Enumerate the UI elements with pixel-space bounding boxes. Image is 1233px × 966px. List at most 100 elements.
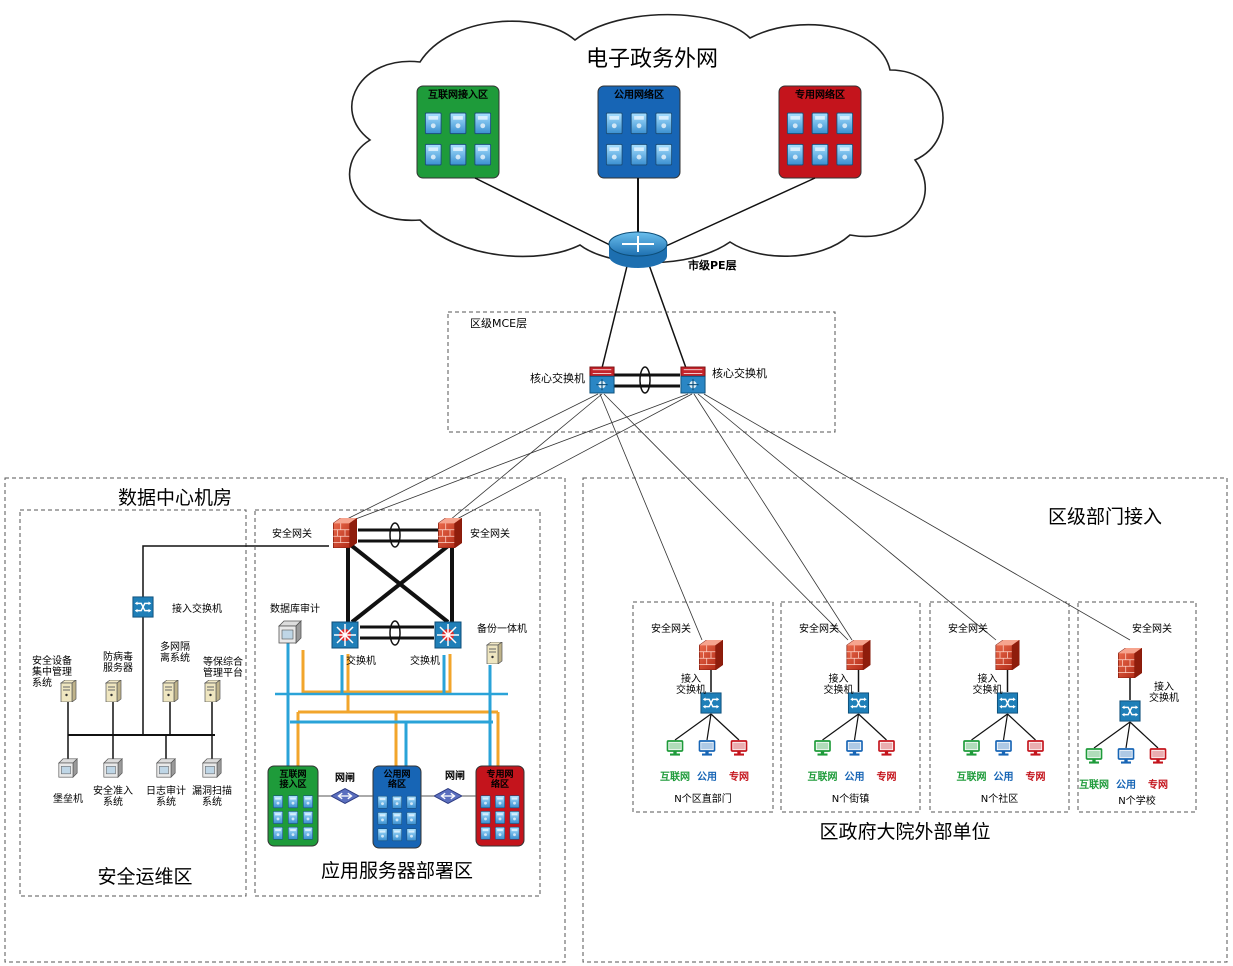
mce-title: 区级MCE层 [470,317,527,330]
unit-pc-label: 互联网 [808,770,838,783]
app-zone-2: 专用网络区 [475,765,525,847]
app-zone-2-label: 专用网络区 [486,768,513,790]
core-switch-right [680,366,706,394]
server-blade-icon [605,112,623,135]
ops-top-device-label: 安全设备集中管理系统 [32,654,72,689]
app-switch-right-label: 交换机 [410,654,440,667]
ops-server-icon [204,680,221,702]
server-blade-icon [495,811,505,824]
server-blade-icon [392,828,402,842]
cloud-zone-1-label: 公用网络区 [614,88,664,101]
cyan-links [275,640,508,768]
district-title: 区级部门接入 [1048,506,1162,528]
server-blade-icon [509,811,520,824]
unit-pc-label: 公用 [994,771,1014,783]
server-blade-icon [424,112,442,135]
ops-server-icon [162,680,179,702]
server-blade-icon [449,112,467,135]
unit-pc-label: 互联网 [660,770,690,783]
cloud-zone-1: 公用网络区 [597,85,681,179]
unit-pc-label: 互联网 [1079,778,1109,791]
unit-firewall-icon [699,640,723,670]
computer-icon [995,740,1012,757]
ops-server-icon [60,680,77,702]
server-blade-icon [273,826,283,840]
server-blade-icon [392,812,402,825]
unit-pc-label: 专网 [877,770,897,783]
unit-access-switch-icon [1119,700,1141,722]
pe-router [474,177,816,369]
server-blade-icon [288,811,298,824]
server-blade-icon [406,812,417,825]
cloud-zone-2-label: 专用网络区 [795,88,845,101]
unit-firewall-icon [1118,648,1142,678]
app-zone-1-label: 公用网络区 [383,769,410,790]
mce-uplinks [344,393,1131,641]
unit-pc-label: 专网 [1026,770,1046,783]
server-blade-icon [449,143,467,166]
app-firewall-right-label: 安全网关 [470,527,510,540]
server-blade-icon [836,143,854,166]
server-blade-icon [377,812,388,825]
app-switch-right [434,621,462,649]
computer-icon [1027,740,1044,757]
unit-switch-label: 接入交换机 [824,672,854,696]
gatekeeper-left-icon [331,788,359,804]
server-blade-icon [630,143,648,166]
pe-layer-label: 市级PE层 [688,258,737,272]
ops-bottom-device-label: 漏洞扫描系统 [192,784,232,808]
unit-gateway-label: 安全网关 [651,622,691,635]
district-unit-0: 安全网关接入交换机互联网公用专网N个区直部门 [632,601,774,813]
unit-pc-label: 专网 [1148,778,1168,791]
ops-appliance-icon [156,758,176,778]
unit-firewall-icon [995,640,1020,670]
app-firewall-right [438,518,462,548]
computer-icon [846,740,863,757]
computer-icon [698,740,716,757]
district-unit-1: 安全网关接入交换机互联网公用专网N个街镇 [780,601,921,813]
unit-firewall-icon [846,640,871,670]
server-blade-icon [495,795,505,809]
server-blade-icon [474,112,492,135]
server-blade-icon [811,112,829,135]
ops-server-icon [105,680,122,702]
server-blade-icon [303,826,313,840]
server-blade-icon [509,826,520,840]
unit-switch-label: 接入交换机 [1149,680,1179,704]
unit-gateway-label: 安全网关 [799,622,839,635]
ops-bottom-device-label: 日志审计系统 [146,784,186,808]
core-switch-right-label: 核心交换机 [712,366,767,380]
server-blade-icon [288,795,298,809]
core-cross-links [346,544,454,624]
server-blade-icon [424,143,442,166]
unit-name-label: N个学校 [1118,794,1155,807]
computer-icon [878,740,895,757]
ops-zone-title: 安全运维区 [97,866,192,888]
core-switch-left [589,366,615,394]
app-switch-left-label: 交换机 [346,654,376,667]
district-unit-2: 安全网关接入交换机互联网公用专网N个社区 [929,601,1070,813]
app-firewall-left-label: 安全网关 [272,527,312,540]
ops-appliance-icon [202,758,222,778]
app-zone-0: 互联网接入区 [267,765,319,847]
server-blade-icon [273,811,283,824]
district-box [582,477,1228,963]
backup-appliance-label: 备份一体机 [477,622,527,635]
cloud-zone-0: 互联网接入区 [416,85,500,179]
server-blade-icon [303,811,313,824]
app-zone-title: 应用服务器部署区 [321,860,473,882]
server-blade-icon [288,826,298,840]
ops-access-switch-icon [132,596,154,618]
server-blade-icon [392,795,402,809]
computer-icon [666,740,684,757]
server-blade-icon [480,795,491,809]
server-blade-icon [273,795,283,809]
ops-bottom-device-label: 堡垒机 [53,792,83,805]
server-blade-icon [786,143,804,166]
cloud-zone-2: 专用网络区 [778,85,862,179]
server-blade-icon [377,795,388,809]
ops-access-switch-label: 接入交换机 [172,602,222,615]
ops-appliance-icon [103,758,123,778]
app-zone-1: 公用网络区 [372,765,422,849]
